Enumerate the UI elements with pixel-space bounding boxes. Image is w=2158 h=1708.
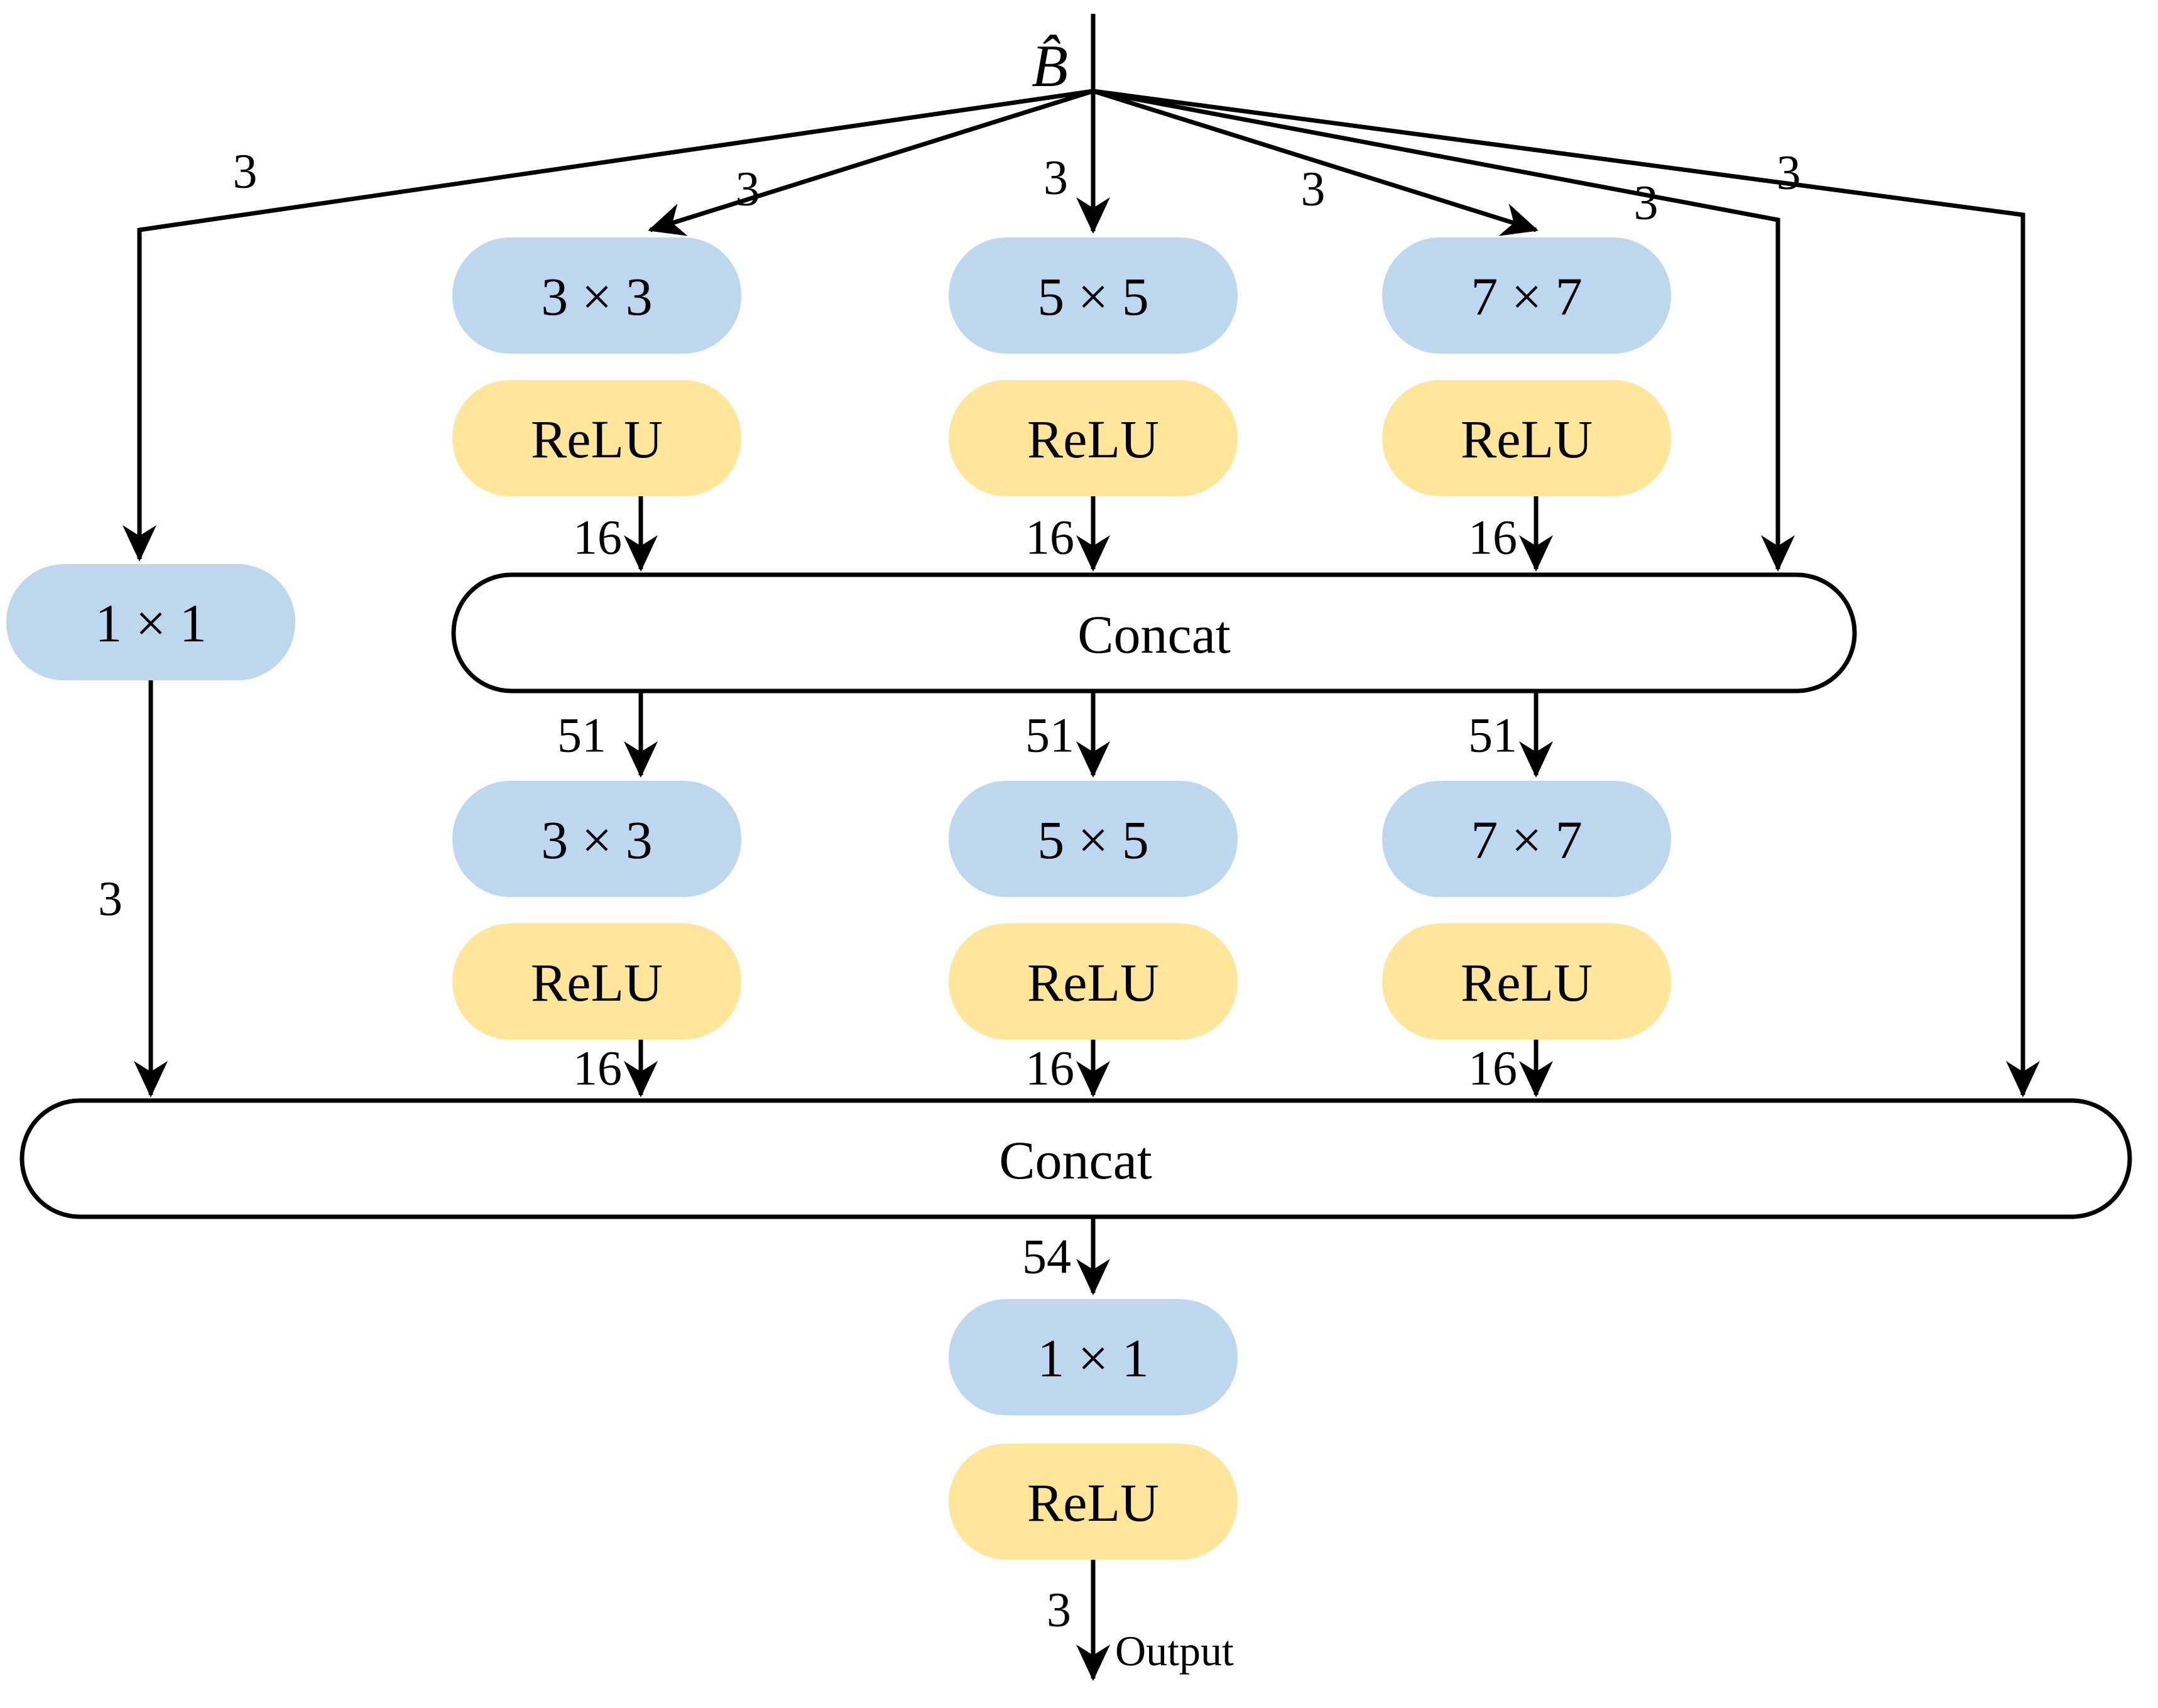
edge-input-to-skip-conv [123,89,1094,562]
node-conv5x5-stage1 [949,237,1238,354]
relu-5x5-stage2-label: ReLU [1027,952,1159,1013]
node-conv5x5-stage2 [949,781,1238,897]
channel-label-head-out: 3 [1047,1582,1071,1637]
node-relu-3x3-stage2 [452,923,741,1040]
concat2-label: Concat [999,1130,1152,1190]
input-tensor-label: B̂ [1032,33,1068,99]
node-concat1 [451,572,1857,694]
skip-conv-label: 1 × 1 [95,593,207,653]
channel-label-stage1-5x5-out: 16 [1025,510,1074,565]
channel-label-concat1-out-mid: 51 [1025,708,1074,763]
node-concat2 [19,1098,2132,1219]
node-skip-conv-1x1 [6,564,295,680]
conv3x3-stage2-label: 3 × 3 [541,810,653,870]
node-conv7x7-stage2 [1382,781,1671,897]
channel-label-concat1-out-left: 51 [557,708,606,763]
node-head-relu [949,1444,1238,1560]
channel-label-stage2-3x3-out: 16 [573,1041,622,1096]
relu-7x7-stage1-label: ReLU [1461,409,1593,469]
head-relu-label: ReLU [1027,1472,1159,1533]
channel-label-input-conv3: 3 [736,161,760,216]
output-label: Output [1115,1627,1234,1675]
channel-label-input-skip1: 3 [1634,175,1659,230]
node-relu-5x5-stage1 [949,380,1238,496]
relu-7x7-stage2-label: ReLU [1461,952,1593,1013]
node-conv3x3-stage1 [452,237,741,354]
channel-label-input-conv7: 3 [1301,161,1326,216]
conv5x5-stage1-label: 5 × 5 [1037,266,1149,327]
channel-label-concat2-out: 54 [1022,1229,1071,1284]
head-conv-label: 1 × 1 [1037,1328,1149,1388]
conv7x7-stage2-label: 7 × 7 [1471,810,1583,870]
channel-label-stage1-3x3-out: 16 [573,510,622,565]
edge-input-skip-to-concat1 [1093,89,1795,572]
relu-5x5-stage1-label: ReLU [1027,409,1159,469]
edge-input-to-conv3x3-stage1 [648,89,1094,236]
node-head-conv-1x1 [949,1299,1238,1415]
node-relu-7x7-stage2 [1382,923,1671,1040]
channel-label-skip-conv-out: 3 [98,871,123,926]
conv3x3-stage1-label: 3 × 3 [541,266,653,327]
conv5x5-stage2-label: 5 × 5 [1037,810,1149,870]
concat1-label: Concat [1077,604,1231,665]
channel-label-input-conv5: 3 [1044,150,1068,205]
node-relu-3x3-stage1 [452,380,741,496]
edge-input-to-conv7x7-stage1 [1092,89,1539,236]
channel-label-concat1-out-right: 51 [1468,708,1517,763]
node-conv3x3-stage2 [452,781,741,897]
channel-label-input-skip2: 3 [1777,145,1801,200]
relu-3x3-stage1-label: ReLU [531,409,663,469]
relu-3x3-stage2-label: ReLU [531,952,663,1013]
channel-label-stage2-7x7-out: 16 [1468,1041,1517,1096]
channel-label-stage2-5x5-out: 16 [1025,1041,1074,1096]
conv7x7-stage1-label: 7 × 7 [1471,266,1583,327]
channel-label-input-left: 3 [233,144,258,199]
edge-input-skip-to-concat2 [1093,89,2040,1097]
node-conv7x7-stage1 [1382,237,1671,354]
node-relu-7x7-stage1 [1382,380,1671,496]
channel-label-stage1-7x7-out: 16 [1468,510,1517,565]
node-relu-5x5-stage2 [949,923,1238,1040]
